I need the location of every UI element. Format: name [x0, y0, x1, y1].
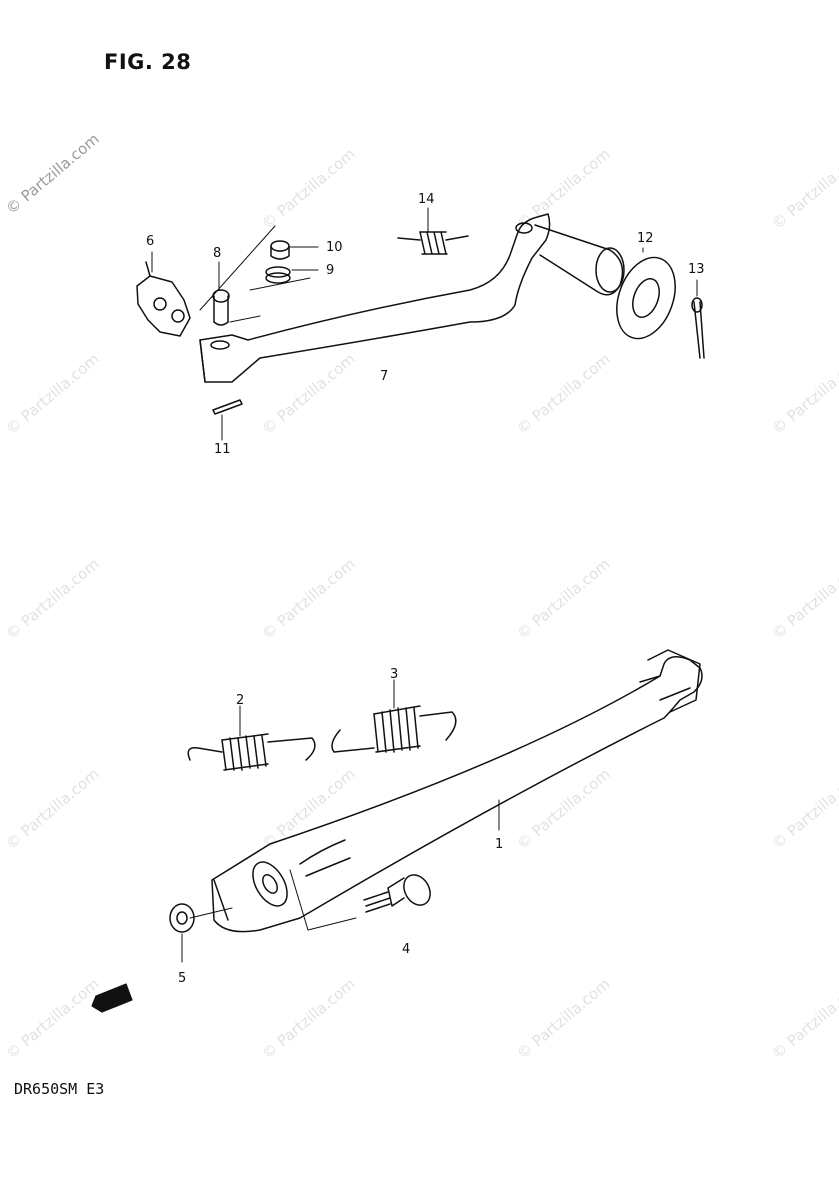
callout-1: 1: [495, 837, 503, 852]
callout-6: 6: [146, 234, 154, 249]
callout-labels: 1 2 3 4 5 6 7 8 9 10 11 12 13 14: [146, 192, 705, 986]
model-code: DR650SM E3: [14, 1080, 105, 1098]
callout-10: 10: [326, 240, 343, 255]
callout-7: 7: [380, 369, 388, 384]
part-nut: [169, 903, 195, 933]
part-washer: [616, 256, 676, 340]
part-pivot-bolt: [363, 874, 431, 913]
callout-11: 11: [214, 442, 231, 457]
front-arrow-icon: [91, 983, 133, 1013]
callout-3: 3: [390, 667, 398, 682]
part-small-pin: [212, 399, 243, 415]
callout-13: 13: [688, 262, 705, 277]
part-pedal-spring: [397, 231, 469, 255]
leader-lines-lower: [181, 679, 500, 963]
callout-12: 12: [637, 231, 654, 246]
part-small-spring: [265, 266, 291, 284]
part-clevis: [136, 261, 191, 337]
callout-9: 9: [326, 263, 334, 278]
part-side-stand: [211, 649, 703, 933]
part-cotter-pin: [691, 297, 705, 359]
part-stand-spring-2: [187, 733, 316, 771]
callout-2: 2: [236, 693, 244, 708]
callout-14: 14: [418, 192, 435, 207]
part-clevis-pin: [212, 289, 230, 326]
figure-title: FIG. 28: [104, 50, 192, 74]
part-pedal-shaft: [534, 224, 625, 296]
part-stand-spring-3: [331, 705, 457, 753]
callout-5: 5: [178, 971, 186, 986]
leader-lines-upper: [151, 207, 698, 441]
callout-4: 4: [402, 942, 410, 957]
part-pedal-arm: [199, 213, 551, 383]
callout-8: 8: [213, 246, 221, 261]
part-cap: [270, 240, 290, 260]
